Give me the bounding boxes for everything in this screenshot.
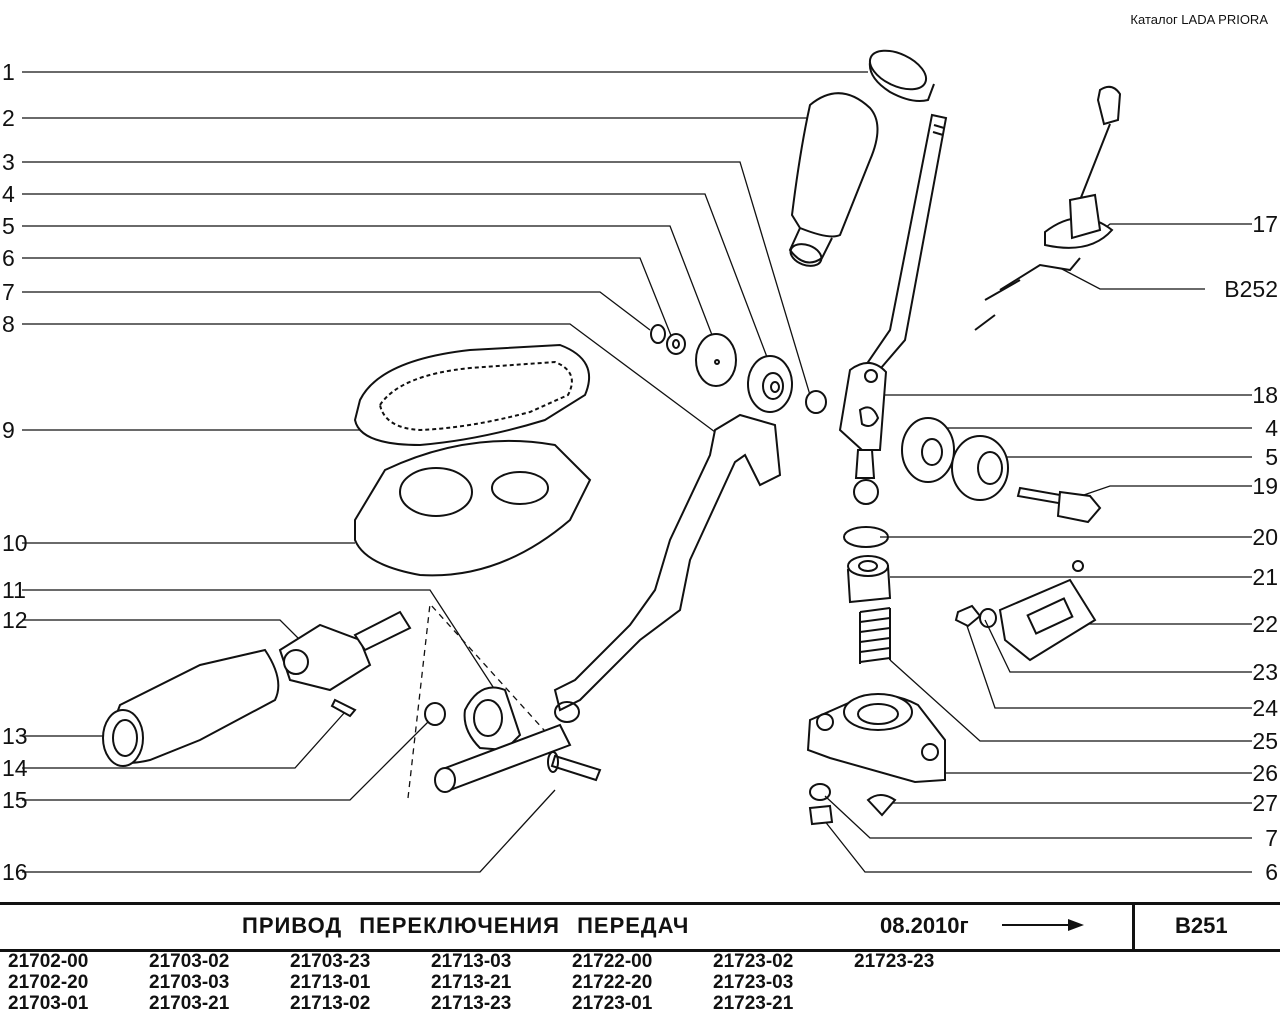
label-22: 22 [1252, 611, 1278, 637]
part-dust-boot [102, 648, 280, 767]
part-coupling [434, 723, 572, 793]
label-3: 3 [2, 149, 15, 175]
model-code: 21723-02 [713, 951, 794, 972]
model-code: 21703-03 [149, 972, 230, 993]
arrow-right-icon [1002, 919, 1084, 931]
model-code: 21722-20 [572, 972, 653, 993]
model-code: 21703-02 [149, 951, 230, 972]
model-code: 21723-01 [572, 993, 653, 1014]
part-bolt-16-head [547, 751, 559, 773]
label-21: 21 [1252, 564, 1278, 590]
part-ball-socket [846, 555, 892, 604]
label-6: 6 [2, 245, 15, 271]
title-divider [1132, 902, 1135, 949]
title-bar: ПРИВОД ПЕРЕКЛЮЧЕНИЯ ПЕРЕДАЧ 08.2010г B25… [0, 902, 1280, 952]
part-nut-15 [424, 702, 446, 726]
part-shift-lever [838, 113, 948, 505]
model-code: 21703-01 [8, 993, 89, 1014]
part-boot-base [354, 439, 592, 577]
part-clamp [463, 686, 522, 752]
label-10: 10 [2, 530, 28, 556]
label-2: 2 [2, 105, 15, 131]
model-code: 21723-03 [713, 972, 794, 993]
part-shift-assembly [974, 85, 1122, 331]
part-shift-rod [553, 413, 782, 723]
label-16: 16 [2, 859, 28, 885]
part-snap-ring [843, 526, 889, 548]
part-nut-24 [954, 604, 982, 628]
labels-left: 1 2 3 4 5 6 7 8 9 10 11 12 13 14 15 16 [2, 59, 28, 885]
part-nut-6 [808, 804, 834, 826]
diagram-code: B251 [1175, 913, 1228, 938]
model-code: 21703-21 [149, 993, 230, 1014]
part-knob [788, 92, 879, 267]
part-washer-small [650, 324, 666, 344]
model-code: 21703-23 [290, 951, 371, 972]
label-12: 12 [2, 607, 28, 633]
part-spring [859, 607, 891, 664]
part-grommet-left [747, 355, 793, 413]
label-5: 5 [2, 213, 15, 239]
model-code: 21713-21 [431, 972, 512, 993]
date-label: 08.2010г [880, 913, 969, 938]
part-grommet-right [951, 435, 1009, 501]
part-washer-23 [979, 608, 997, 628]
part-lever-housing [806, 693, 946, 784]
model-code: 21713-02 [290, 993, 371, 1014]
model-codes: 21702-00 21703-02 21703-23 21713-03 2172… [8, 951, 1008, 1014]
model-code: 21723-23 [854, 951, 935, 972]
label-7-right: 7 [1265, 825, 1278, 851]
label-14: 14 [2, 755, 28, 781]
label-19: 19 [1252, 473, 1278, 499]
label-13: 13 [2, 723, 28, 749]
label-20: 20 [1252, 524, 1278, 550]
part-washer-right [901, 417, 955, 483]
part-seal-frame [353, 343, 590, 447]
label-6-right: 6 [1265, 859, 1278, 885]
label-17: 17 [1252, 211, 1278, 237]
label-9: 9 [2, 417, 15, 443]
model-code: 21702-00 [8, 951, 89, 972]
part-screw-14 [330, 698, 357, 718]
part-nut-small [666, 333, 686, 355]
part-knob-cap [868, 49, 935, 102]
label-18: 18 [1252, 382, 1278, 408]
part-bushing-3 [805, 390, 827, 414]
catalog-header: Каталог LADA PRIORA [1130, 12, 1268, 27]
label-24: 24 [1252, 695, 1278, 721]
labels-right: 17 B252 18 4 5 19 20 21 22 23 24 25 26 2… [1224, 211, 1278, 885]
model-code [854, 972, 995, 993]
label-23: 23 [1252, 659, 1278, 685]
label-26: 26 [1252, 760, 1278, 786]
part-washer-left [695, 333, 737, 387]
part-washer-7 [809, 783, 831, 801]
part-joint [278, 610, 412, 692]
label-1: 1 [2, 59, 15, 85]
label-25: 25 [1252, 728, 1278, 754]
label-4: 4 [2, 181, 15, 207]
label-b252: B252 [1224, 276, 1278, 302]
part-bolt-19 [1016, 486, 1102, 524]
label-27: 27 [1252, 790, 1278, 816]
label-15: 15 [2, 787, 28, 813]
label-7: 7 [2, 279, 15, 305]
label-8: 8 [2, 311, 15, 337]
model-code [854, 993, 995, 1014]
model-code: 21713-03 [431, 951, 512, 972]
part-bolt-16 [550, 754, 602, 782]
label-4-right: 4 [1265, 415, 1278, 441]
part-plug [866, 794, 897, 817]
diagram-title: ПРИВОД ПЕРЕКЛЮЧЕНИЯ ПЕРЕДАЧ [242, 913, 690, 938]
model-code: 21722-00 [572, 951, 653, 972]
model-code: 21713-01 [290, 972, 371, 993]
part-plate [998, 560, 1097, 662]
leader-lines [22, 71, 1252, 873]
model-code: 21723-21 [713, 993, 794, 1014]
model-code: 21702-20 [8, 972, 89, 993]
label-11: 11 [2, 577, 26, 603]
model-code: 21713-23 [431, 993, 512, 1014]
label-5-right: 5 [1265, 444, 1278, 470]
